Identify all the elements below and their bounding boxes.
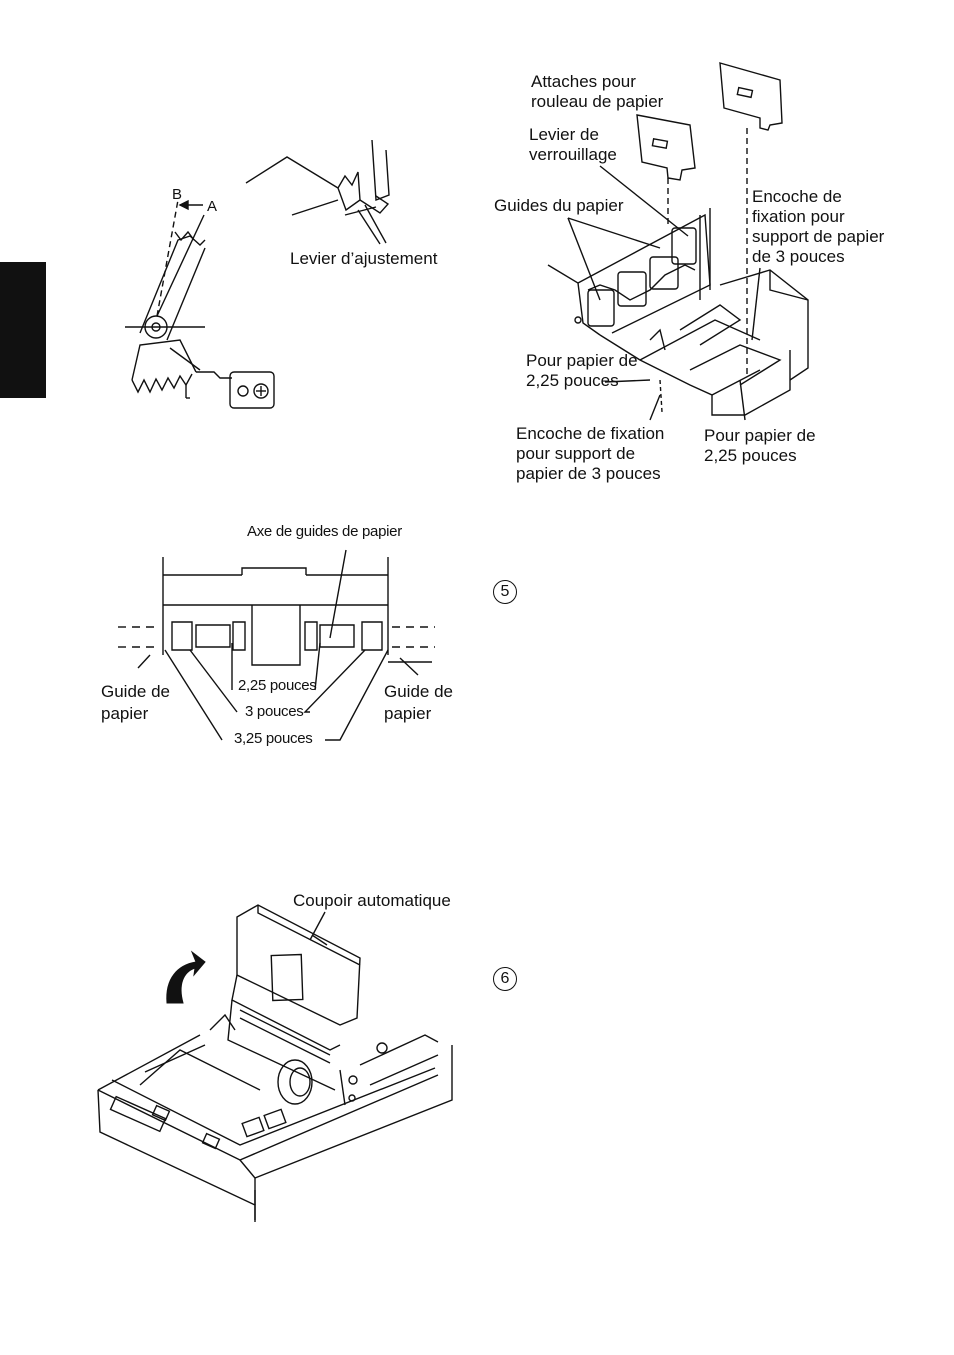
label-guide-right-1: Guide de	[384, 682, 453, 701]
label-a: A	[207, 198, 217, 215]
label-levier-2: verrouillage	[529, 145, 617, 164]
step-5-marker: 5	[493, 580, 517, 604]
label-adjustment-lever: Levier d’ajustement	[290, 249, 438, 268]
label-axe-guides: Axe de guides de papier	[247, 523, 402, 540]
label-coupoir: Coupoir automatique	[293, 891, 451, 910]
label-pour-right-2: 2,25 pouces	[704, 446, 797, 465]
label-width-3: 3 pouces	[245, 703, 304, 720]
label-width-325: 3,25 pouces	[234, 730, 313, 747]
label-encoche-bottom-1: Encoche de fixation	[516, 424, 665, 443]
label-guide-left-2: papier	[101, 704, 149, 723]
step-6-marker: 6	[493, 967, 517, 991]
label-width-225: 2,25 pouces	[238, 677, 317, 694]
label-encoche-right-4: de 3 pouces	[752, 247, 845, 266]
label-encoche-right-2: fixation pour	[752, 207, 845, 226]
label-encoche-bottom-2: pour support de	[516, 444, 636, 463]
label-attaches-2: rouleau de papier	[531, 92, 664, 111]
label-levier-1: Levier de	[529, 125, 599, 144]
label-pour-left-2: 2,25 pouces	[526, 371, 619, 390]
label-attaches-1: Attaches pour	[531, 72, 636, 91]
label-pour-right-1: Pour papier de	[704, 426, 816, 445]
label-b: B	[172, 186, 182, 203]
label-guide-left-1: Guide de	[101, 682, 170, 701]
label-pour-left-1: Pour papier de	[526, 351, 638, 370]
label-guides-papier: Guides du papier	[494, 196, 624, 215]
label-guide-right-2: papier	[384, 704, 432, 723]
label-encoche-right-3: support de papier	[752, 227, 885, 246]
section-tab	[0, 262, 46, 398]
label-encoche-right-1: Encoche de	[752, 187, 842, 206]
label-encoche-bottom-3: papier de 3 pouces	[516, 464, 661, 483]
